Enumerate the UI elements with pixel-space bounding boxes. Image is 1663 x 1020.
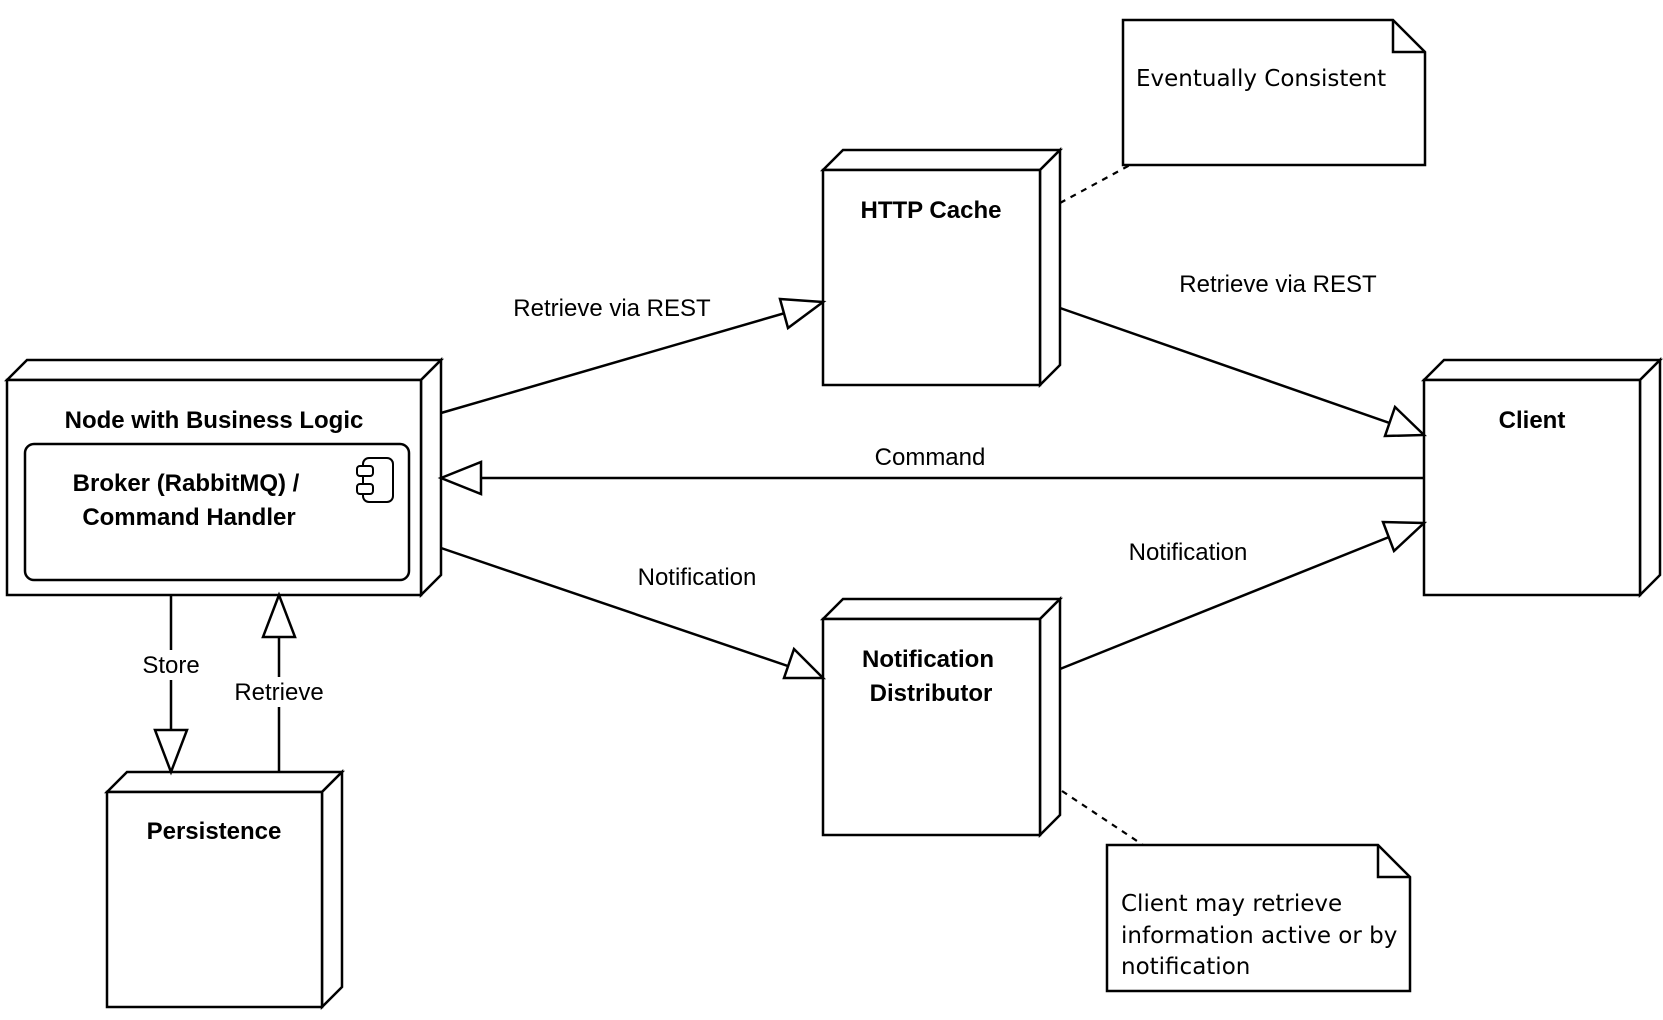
node-client-top bbox=[1420, 358, 1663, 382]
component-broker-line1: Broker (RabbitMQ) / bbox=[73, 470, 300, 497]
node-persistence-title: Persistence bbox=[147, 818, 282, 845]
node-client-title: Client bbox=[1499, 407, 1566, 434]
node-business-logic: Node with Business Logic Broker (RabbitM… bbox=[3, 356, 445, 599]
note-anchor-notification-distributor bbox=[1061, 790, 1144, 846]
edge-command-arrowhead bbox=[437, 460, 483, 496]
node-notification-distributor-line1: Notification bbox=[862, 646, 994, 673]
edge-notification-to-distributor-label: Notification bbox=[638, 564, 757, 591]
node-http-cache-side bbox=[1038, 146, 1062, 389]
node-client-front bbox=[1422, 378, 1642, 597]
note-anchor-http-cache bbox=[1059, 164, 1131, 204]
note-client-retrieve: Client may retrieve information active o… bbox=[1105, 843, 1412, 993]
node-http-cache-front bbox=[821, 168, 1042, 387]
node-business-logic-title: Node with Business Logic bbox=[65, 407, 364, 434]
edge-retrieve-rest-cache-to-client-arrowhead bbox=[1383, 404, 1428, 438]
edge-retrieve-rest-cache-to-client bbox=[1059, 306, 1425, 437]
edge-retrieve-rest-to-cache bbox=[440, 300, 824, 415]
note-client-retrieve-line1: Client may retrieve bbox=[1121, 891, 1342, 917]
node-notification-distributor-side bbox=[1038, 595, 1062, 839]
note-eventually-consistent: Eventually Consistent bbox=[1121, 18, 1427, 167]
edge-notification-to-distributor bbox=[440, 546, 824, 680]
component-broker-box bbox=[23, 442, 411, 582]
edge-store-label: Store bbox=[142, 652, 199, 679]
node-persistence: Persistence bbox=[103, 768, 346, 1011]
edge-command-label: Command bbox=[875, 444, 986, 471]
note-eventually-consistent-fold bbox=[1391, 20, 1425, 54]
node-notification-distributor: Notification Distributor bbox=[819, 595, 1064, 839]
component-broker: Broker (RabbitMQ) / Command Handler bbox=[23, 442, 411, 582]
note-eventually-consistent-body bbox=[1121, 18, 1427, 167]
node-http-cache: HTTP Cache bbox=[819, 146, 1064, 389]
node-notification-distributor-front bbox=[821, 617, 1042, 837]
note-client-retrieve-body bbox=[1105, 843, 1412, 993]
edge-notification-to-client bbox=[1059, 521, 1425, 671]
node-client: Client bbox=[1420, 356, 1663, 599]
node-http-cache-top bbox=[819, 148, 1064, 172]
edge-notification-to-client-label: Notification bbox=[1129, 539, 1248, 566]
component-broker-line2: Command Handler bbox=[82, 504, 295, 531]
note-eventually-consistent-text: Eventually Consistent bbox=[1136, 66, 1386, 92]
edge-retrieve-label: Retrieve bbox=[234, 679, 323, 706]
component-icon bbox=[356, 457, 394, 503]
node-persistence-side bbox=[320, 768, 344, 1011]
note-client-retrieve-line3: notification bbox=[1121, 954, 1250, 980]
edge-retrieve-rest-to-cache-arrowhead bbox=[778, 297, 827, 331]
node-notification-distributor-top bbox=[819, 597, 1064, 621]
node-client-side bbox=[1638, 356, 1662, 599]
node-business-logic-side bbox=[419, 356, 443, 599]
node-notification-distributor-line2: Distributor bbox=[870, 680, 993, 707]
edge-store-label-bg bbox=[138, 650, 204, 680]
edge-retrieve-rest-to-cache-label: Retrieve via REST bbox=[513, 295, 711, 322]
node-persistence-front bbox=[105, 790, 324, 1009]
note-client-retrieve-fold bbox=[1376, 845, 1410, 879]
edge-retrieve-arrowhead bbox=[261, 591, 297, 639]
note-client-retrieve-line2: information active or by bbox=[1121, 923, 1397, 949]
edge-notification-to-distributor-arrowhead bbox=[782, 646, 827, 680]
edge-notification-to-client-arrowhead bbox=[1381, 520, 1428, 554]
edge-retrieve-label-bg bbox=[228, 677, 330, 707]
edge-retrieve-rest-cache-to-client-label: Retrieve via REST bbox=[1179, 271, 1377, 298]
node-persistence-top bbox=[103, 770, 346, 794]
edge-store-arrowhead bbox=[153, 728, 189, 776]
node-http-cache-title: HTTP Cache bbox=[861, 197, 1002, 224]
node-business-logic-top bbox=[3, 358, 445, 382]
